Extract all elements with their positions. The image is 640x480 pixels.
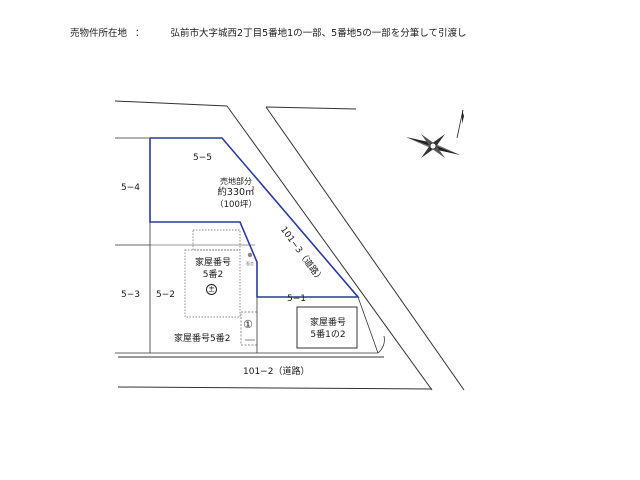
road-corner-curve	[377, 335, 385, 354]
sale-title: 売地部分	[220, 177, 252, 186]
house-5-2-line2: 5番2	[202, 269, 224, 280]
property-location-header: 売物件所在地 ： 弘前市大字城西2丁目5番地1の一部、5番地5の一部を分筆して引渡し	[70, 25, 466, 39]
house-5-1-2-line2: 5番1の2	[310, 329, 346, 340]
shed-dot	[247, 252, 253, 258]
parcel-label-5-4: 5−4	[121, 183, 140, 193]
shed-label: 畜舎	[246, 261, 254, 266]
parcel-label-5-1: 5−1	[287, 294, 306, 304]
sale-tsubo: （100坪）	[215, 199, 257, 210]
house-5-1-2-label: 家屋番号 5番1の2	[299, 318, 357, 341]
road-east-west-edge	[226, 105, 433, 391]
house-5-2-outline	[192, 229, 241, 251]
house-5-2-label: 家屋番号 5番2	[188, 258, 238, 281]
road-east-east-edge	[265, 106, 465, 391]
parcel-label-5-3: 5−3	[121, 290, 140, 300]
location-address: 弘前市大字城西2丁目5番地1の一部、5番地5の一部を分筆して引渡し	[170, 28, 467, 39]
sale-boundary	[149, 137, 360, 298]
road-south-south-edge	[117, 386, 433, 390]
annex-number-mark: ①	[243, 318, 253, 331]
house-5-2-body	[184, 249, 241, 318]
parcel-label-5-5: 5−5	[193, 153, 212, 163]
sale-area: 約330㎡	[217, 187, 255, 199]
house-5-2-line1: 家屋番号	[194, 258, 231, 268]
house-5-2-annex-label: 家屋番号5番2	[174, 334, 231, 344]
location-label: 売物件所在地	[70, 28, 128, 39]
sale-portion-label: 売地部分 約330㎡ （100坪）	[206, 177, 266, 211]
header-separator: ：	[135, 28, 145, 39]
parcel-label-5-2: 5−2	[156, 290, 175, 300]
compass-rose	[406, 109, 464, 158]
house-5-1-2-line1: 家屋番号	[309, 318, 346, 328]
house-5-2-annex	[240, 311, 258, 346]
top-right-boundary	[265, 106, 357, 110]
top-boundary	[114, 100, 228, 107]
house-5-1-2-outline	[296, 306, 358, 349]
main-building-mark: 主	[206, 284, 217, 295]
lot-5-1-east-line	[357, 296, 379, 354]
road-south-label: 101−2（道路）	[243, 367, 310, 377]
